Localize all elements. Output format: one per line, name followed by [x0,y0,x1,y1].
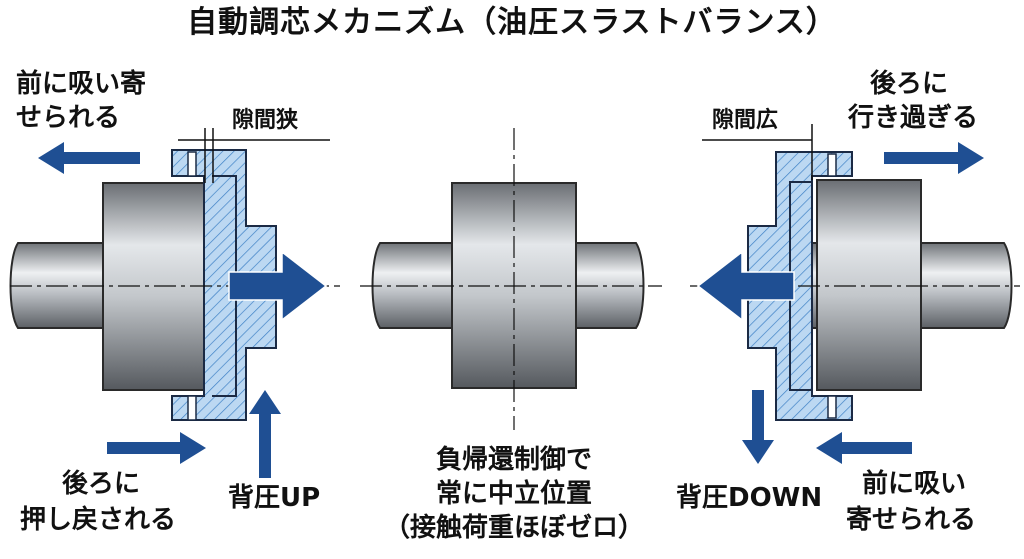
center-label-line1: 負帰還制御で [435,445,592,475]
left-pulled-label-line1: 前に吸い寄 [16,69,147,99]
left-pushback-label-line2: 押し戻される [20,505,177,535]
right-pressure-down-label: 背圧DOWN [676,483,823,513]
left-pressure-up-label: 背圧UP [228,483,321,513]
right-assembly [690,124,1020,421]
right-gap-label: 隙間広 [712,108,779,133]
left-backpressure-up-arrow [249,390,281,478]
left-seal-bottom [187,395,197,421]
right-overshoot-label-line1: 後ろに [870,69,949,99]
right-rotor-disk [816,179,922,391]
center-label-line3: （接触荷重ほぼゼロ） [383,513,644,543]
left-pushback-arrow [107,432,206,464]
left-seal-top [187,151,197,177]
right-overshoot-label-line2: 行き過ぎる [848,103,979,133]
right-seal-top [827,153,837,177]
left-assembly [9,128,340,421]
left-gap-label: 隙間狭 [232,108,299,133]
left-pulled-label-line2: せられる [16,103,121,133]
left-pulled-arrow [38,142,140,174]
right-backpressure-down-arrow [742,390,774,464]
left-pushback-label-line1: 後ろに [62,469,141,499]
right-pulled-label-line1: 前に吸い [862,469,967,499]
center-assembly [360,128,662,430]
right-pulled-label-line2: 寄せられる [846,505,977,535]
right-pressure-arrow [696,250,795,322]
page-title: 自動調芯メカニズム（油圧スラストバランス） [187,5,837,40]
right-pulled-arrow [816,432,912,464]
right-seal-bottom [827,395,837,419]
left-thrust-housing [171,149,277,421]
right-overshoot-arrow [884,142,984,174]
center-label-line2: 常に中立位置 [435,479,592,509]
left-pressure-arrow [228,250,328,322]
